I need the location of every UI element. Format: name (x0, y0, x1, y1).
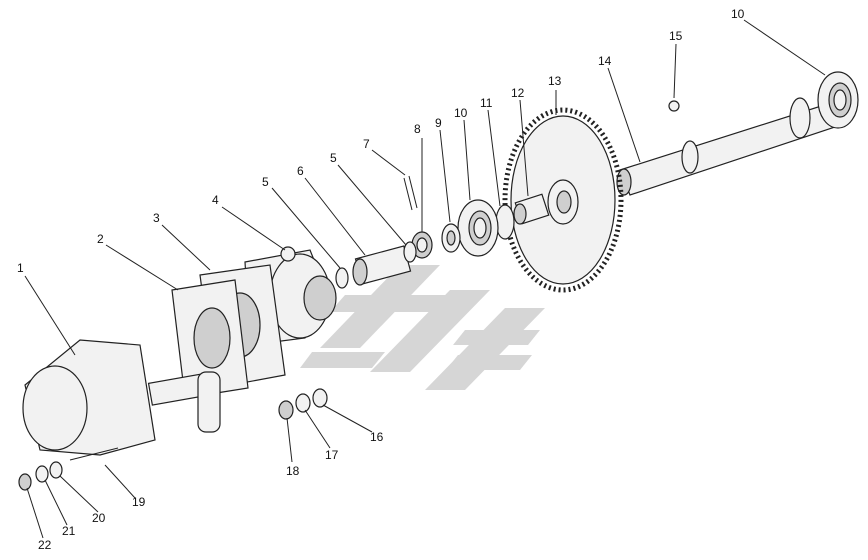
watermark-logo (300, 265, 545, 390)
nut-22-part (18, 473, 32, 491)
leader-lines (24, 19, 826, 539)
callout-16: 16 (370, 430, 384, 444)
gasket-part (171, 279, 249, 399)
callout-5a: 5 (262, 175, 269, 189)
bearing-right-part (817, 71, 859, 129)
callout-20: 20 (92, 511, 106, 525)
callout-8: 8 (414, 122, 421, 136)
gear-part (502, 107, 624, 293)
bearing-left-part (457, 199, 499, 257)
callout-7: 7 (363, 137, 370, 151)
callout-19: 19 (132, 495, 146, 509)
callout-22: 22 (38, 538, 52, 552)
washer-16-part (312, 388, 328, 408)
callout-18: 18 (286, 464, 300, 478)
cotter-pin-part (403, 175, 418, 211)
callout-6: 6 (297, 164, 304, 178)
callout-2: 2 (97, 232, 104, 246)
snap-ring-a-part (403, 241, 417, 263)
bushing-part (513, 193, 550, 225)
washer-21-part (35, 465, 49, 483)
pump-body-part (22, 339, 221, 456)
callout-15: 15 (669, 29, 683, 43)
callout-12: 12 (511, 86, 525, 100)
washer-part (441, 223, 461, 253)
callout-17: 17 (325, 448, 339, 462)
snap-ring-b-part (335, 267, 349, 289)
nut-18-part (278, 400, 294, 420)
callout-5b: 5 (330, 151, 337, 165)
washer-17-part (295, 393, 311, 413)
shaft-part (616, 97, 851, 196)
washer-20-part (49, 461, 63, 479)
callout-11: 11 (480, 96, 493, 110)
stud-part (69, 447, 119, 461)
callout-14: 14 (598, 54, 612, 68)
ball-part (668, 100, 680, 112)
sleeve-part (352, 245, 412, 286)
callout-13: 13 (548, 74, 562, 88)
callout-3: 3 (153, 211, 160, 225)
callout-9: 9 (435, 116, 442, 130)
ring-part (495, 204, 515, 240)
callout-1: 1 (17, 261, 24, 275)
callout-10-right: 10 (731, 7, 745, 21)
callout-21: 21 (62, 524, 76, 538)
callout-10-left: 10 (454, 106, 468, 120)
callout-4: 4 (212, 193, 219, 207)
